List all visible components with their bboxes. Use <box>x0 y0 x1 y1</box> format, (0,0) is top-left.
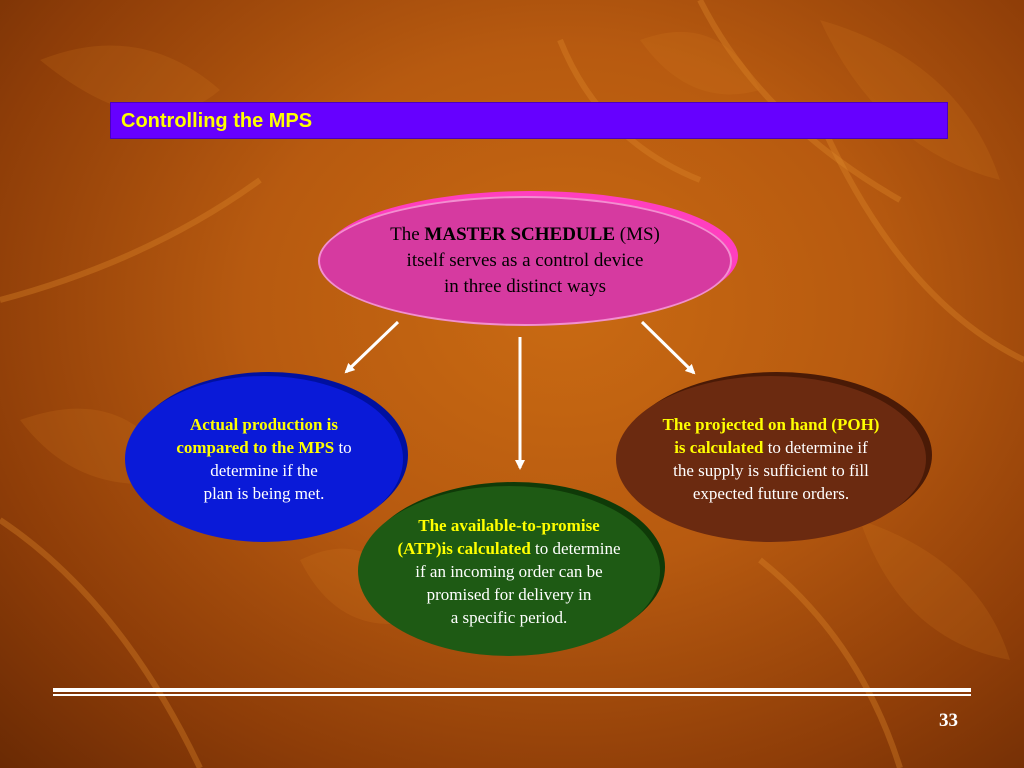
actual-production-ellipse: Actual production is compared to the MPS… <box>125 376 403 542</box>
atp-highlight-1: The available-to-promise <box>418 515 600 535</box>
slide-title: Controlling the MPS <box>121 110 313 132</box>
atp-rest-2: if an incoming order can be <box>415 561 603 581</box>
page-number: 33 <box>939 710 958 731</box>
poh-rest-2: the supply is sufficient to fill <box>673 461 869 480</box>
title-bar: Controlling the MPS <box>110 102 948 139</box>
master-suffix: (MS) <box>615 224 660 245</box>
atp-rest-1: to determine <box>530 538 621 558</box>
available-to-promise-text: The available-to-promise (ATP)is calcula… <box>397 514 620 629</box>
actual-highlight-1: Actual production is <box>190 415 338 434</box>
master-line2: itself serves as a control device <box>406 250 644 271</box>
master-schedule-text: The MASTER SCHEDULE (MS) itself serves a… <box>390 222 660 300</box>
available-to-promise-ellipse: The available-to-promise (ATP)is calcula… <box>358 486 660 656</box>
poh-rest-3: expected future orders. <box>692 484 850 503</box>
atp-rest-4: a specific period. <box>450 607 568 627</box>
master-line3: in three distinct ways <box>444 276 606 297</box>
actual-production-text: Actual production is compared to the MPS… <box>176 413 351 505</box>
poh-highlight-2: is calculated <box>674 438 764 457</box>
actual-rest-2: determine if the <box>210 461 318 480</box>
projected-on-hand-text: The projected on hand (POH) is calculate… <box>663 413 880 505</box>
projected-on-hand-ellipse: The projected on hand (POH) is calculate… <box>616 376 926 542</box>
footer-divider-thin <box>53 694 971 696</box>
actual-rest-1: to <box>334 438 352 457</box>
master-prefix: The <box>390 224 425 245</box>
master-bold: MASTER SCHEDULE <box>424 224 615 245</box>
atp-highlight-2: (ATP)is calculated <box>397 538 531 558</box>
atp-rest-3: promised for delivery in <box>426 584 592 604</box>
poh-highlight-1: The projected on hand (POH) <box>662 415 880 434</box>
footer-divider <box>53 688 971 692</box>
poh-rest-1: to determine if <box>763 438 868 457</box>
master-schedule-ellipse: The MASTER SCHEDULE (MS) itself serves a… <box>318 196 732 326</box>
actual-rest-3: plan is being met. <box>203 484 325 503</box>
actual-highlight-2: compared to the MPS <box>176 438 335 457</box>
